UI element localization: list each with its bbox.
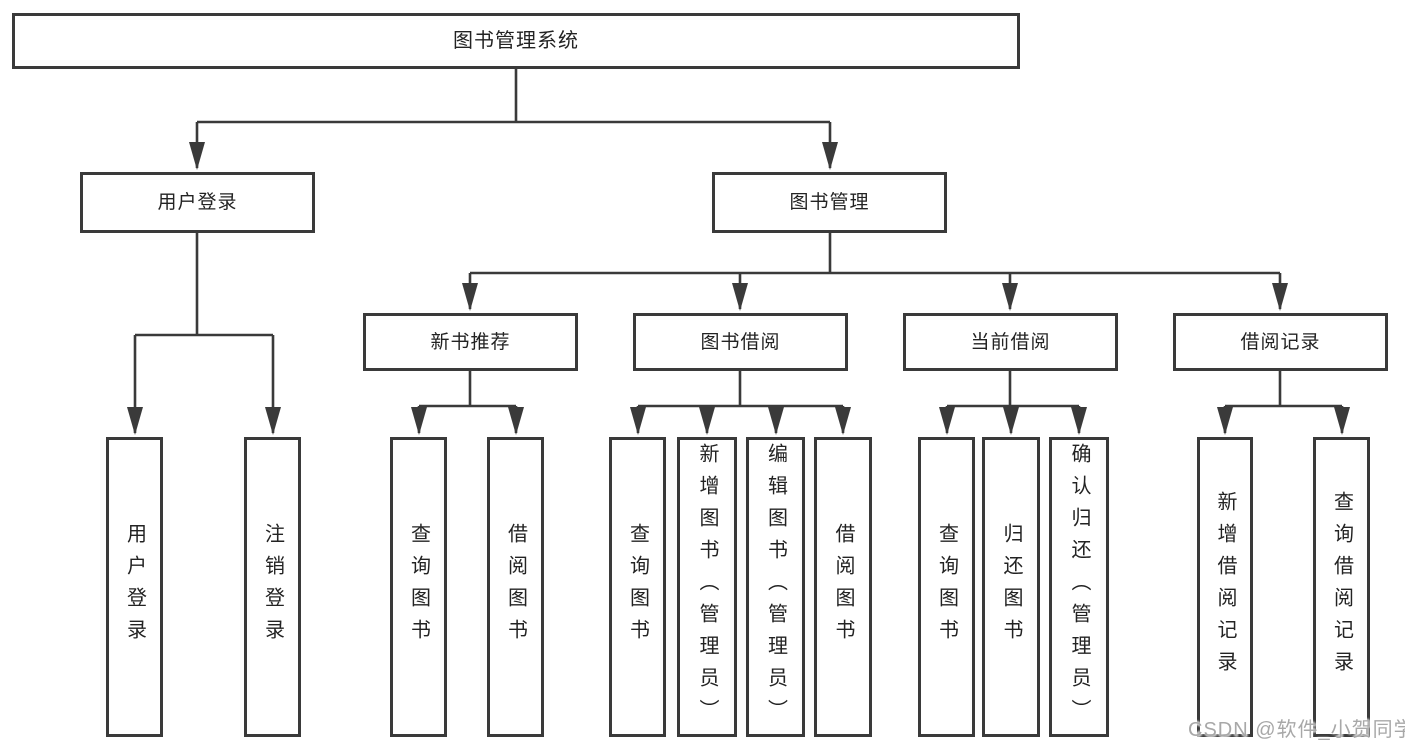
leaf-borrow-book-under-new-book: 借阅图书: [487, 437, 544, 737]
node-book-management-label: 图书管理: [789, 192, 870, 213]
node-user-login: 用户登录: [80, 172, 315, 233]
leaf-edit-book-label: 编辑图书（管理员）: [764, 443, 787, 731]
leaf-confirm-return-admin: 确认归还（管理员）: [1049, 437, 1109, 737]
leaf-query-book-under-current-borrow: 查询图书: [918, 437, 975, 737]
node-new-book-recommend: 新书推荐: [363, 313, 578, 371]
leaf-return-book: 归还图书: [982, 437, 1040, 737]
leaf-user-login: 用户登录: [106, 437, 163, 737]
leaf-user-login-label: 用户登录: [123, 523, 146, 651]
node-borrow-records-label: 借阅记录: [1240, 331, 1321, 353]
leaf-query-book-b-label: 查询图书: [626, 523, 649, 651]
leaf-edit-book-admin: 编辑图书（管理员）: [746, 437, 805, 737]
node-user-login-label: 用户登录: [157, 192, 238, 213]
leaf-borrow-book-b-label: 借阅图书: [832, 523, 854, 651]
leaf-borrow-book-under-book-borrow: 借阅图书: [814, 437, 872, 737]
leaf-add-book-label: 新增图书（管理员）: [696, 443, 718, 731]
node-book-borrow-label: 图书借阅: [700, 331, 781, 353]
node-borrow-records: 借阅记录: [1173, 313, 1388, 371]
node-book-borrow: 图书借阅: [633, 313, 848, 371]
leaf-query-book-under-book-borrow: 查询图书: [609, 437, 666, 737]
leaf-confirm-return-label: 确认归还（管理员）: [1068, 443, 1090, 731]
node-current-borrow: 当前借阅: [903, 313, 1118, 371]
node-current-borrow-label: 当前借阅: [970, 331, 1051, 353]
node-root: 图书管理系统: [12, 13, 1020, 69]
leaf-return-book-label: 归还图书: [1000, 523, 1022, 651]
csdn-watermark: CSDN @软件_小贺同学: [1188, 719, 1405, 741]
leaf-logout-label: 注销登录: [261, 523, 284, 651]
leaf-add-borrow-record: 新增借阅记录: [1197, 437, 1253, 737]
arrow-drop-lines: [127, 122, 1350, 435]
node-root-label: 图书管理系统: [453, 30, 579, 52]
leaf-query-record-label: 查询借阅记录: [1330, 491, 1353, 683]
leaf-query-borrow-record: 查询借阅记录: [1313, 437, 1370, 737]
node-new-book-recommend-label: 新书推荐: [430, 331, 511, 353]
leaf-add-book-admin: 新增图书（管理员）: [677, 437, 737, 737]
node-book-management: 图书管理: [712, 172, 947, 233]
leaf-query-book-under-new-book: 查询图书: [390, 437, 447, 737]
leaf-query-book-c-label: 查询图书: [935, 523, 958, 651]
leaf-add-record-label: 新增借阅记录: [1214, 491, 1236, 683]
leaf-borrow-book-a-label: 借阅图书: [504, 523, 527, 651]
leaf-query-book-a-label: 查询图书: [407, 523, 430, 651]
leaf-logout: 注销登录: [244, 437, 301, 737]
